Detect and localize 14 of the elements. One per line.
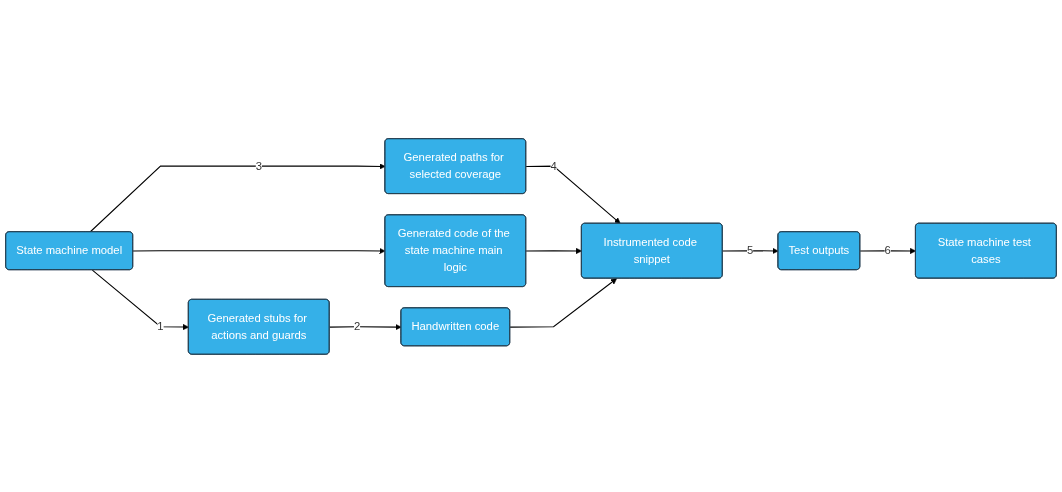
- edge-label: 5: [746, 243, 754, 256]
- edge-label: 4: [550, 159, 557, 172]
- edge-label: 2: [353, 319, 361, 332]
- arrow: [329, 323, 402, 330]
- arrow: [509, 277, 617, 328]
- edge-label: 1: [157, 319, 164, 332]
- edge-label: 6: [884, 243, 891, 256]
- arrow: [91, 269, 189, 330]
- arrow: [89, 162, 386, 233]
- edge-label: 3: [255, 159, 262, 172]
- arrow: [859, 247, 917, 254]
- arrow: [525, 165, 621, 224]
- arrow: [525, 247, 582, 254]
- arrow: [132, 247, 386, 254]
